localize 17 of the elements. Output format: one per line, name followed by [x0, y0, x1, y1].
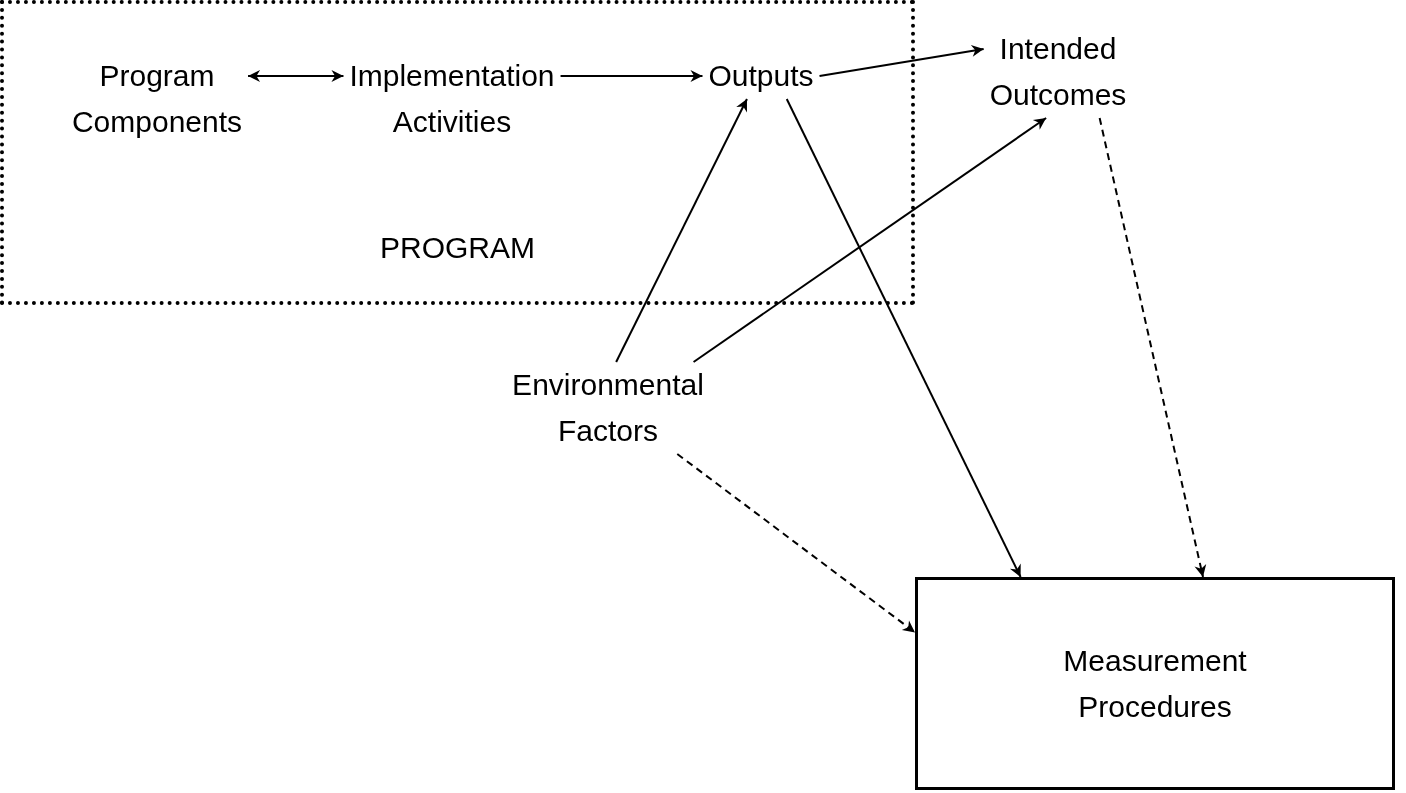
node-text: Outputs: [708, 58, 814, 94]
arrow: [559, 70, 704, 82]
arrow: [676, 453, 916, 634]
arrow: [692, 117, 1048, 363]
node-text: Intended Outcomes: [989, 31, 1127, 113]
arrow: [818, 45, 985, 77]
arrow: [785, 98, 1022, 578]
arrow: [1098, 117, 1207, 578]
program-boundary: [0, 0, 915, 305]
node-text: Environmental Factors: [512, 367, 704, 449]
node-text: Implementation Activities: [349, 58, 555, 140]
process-box: [915, 577, 1395, 790]
arrow: [615, 98, 748, 363]
group-label: PROGRAM: [379, 231, 536, 265]
node-text: Program Components: [71, 58, 243, 140]
node-text: Measurement Procedures: [1062, 642, 1248, 725]
arrow: [247, 70, 345, 82]
